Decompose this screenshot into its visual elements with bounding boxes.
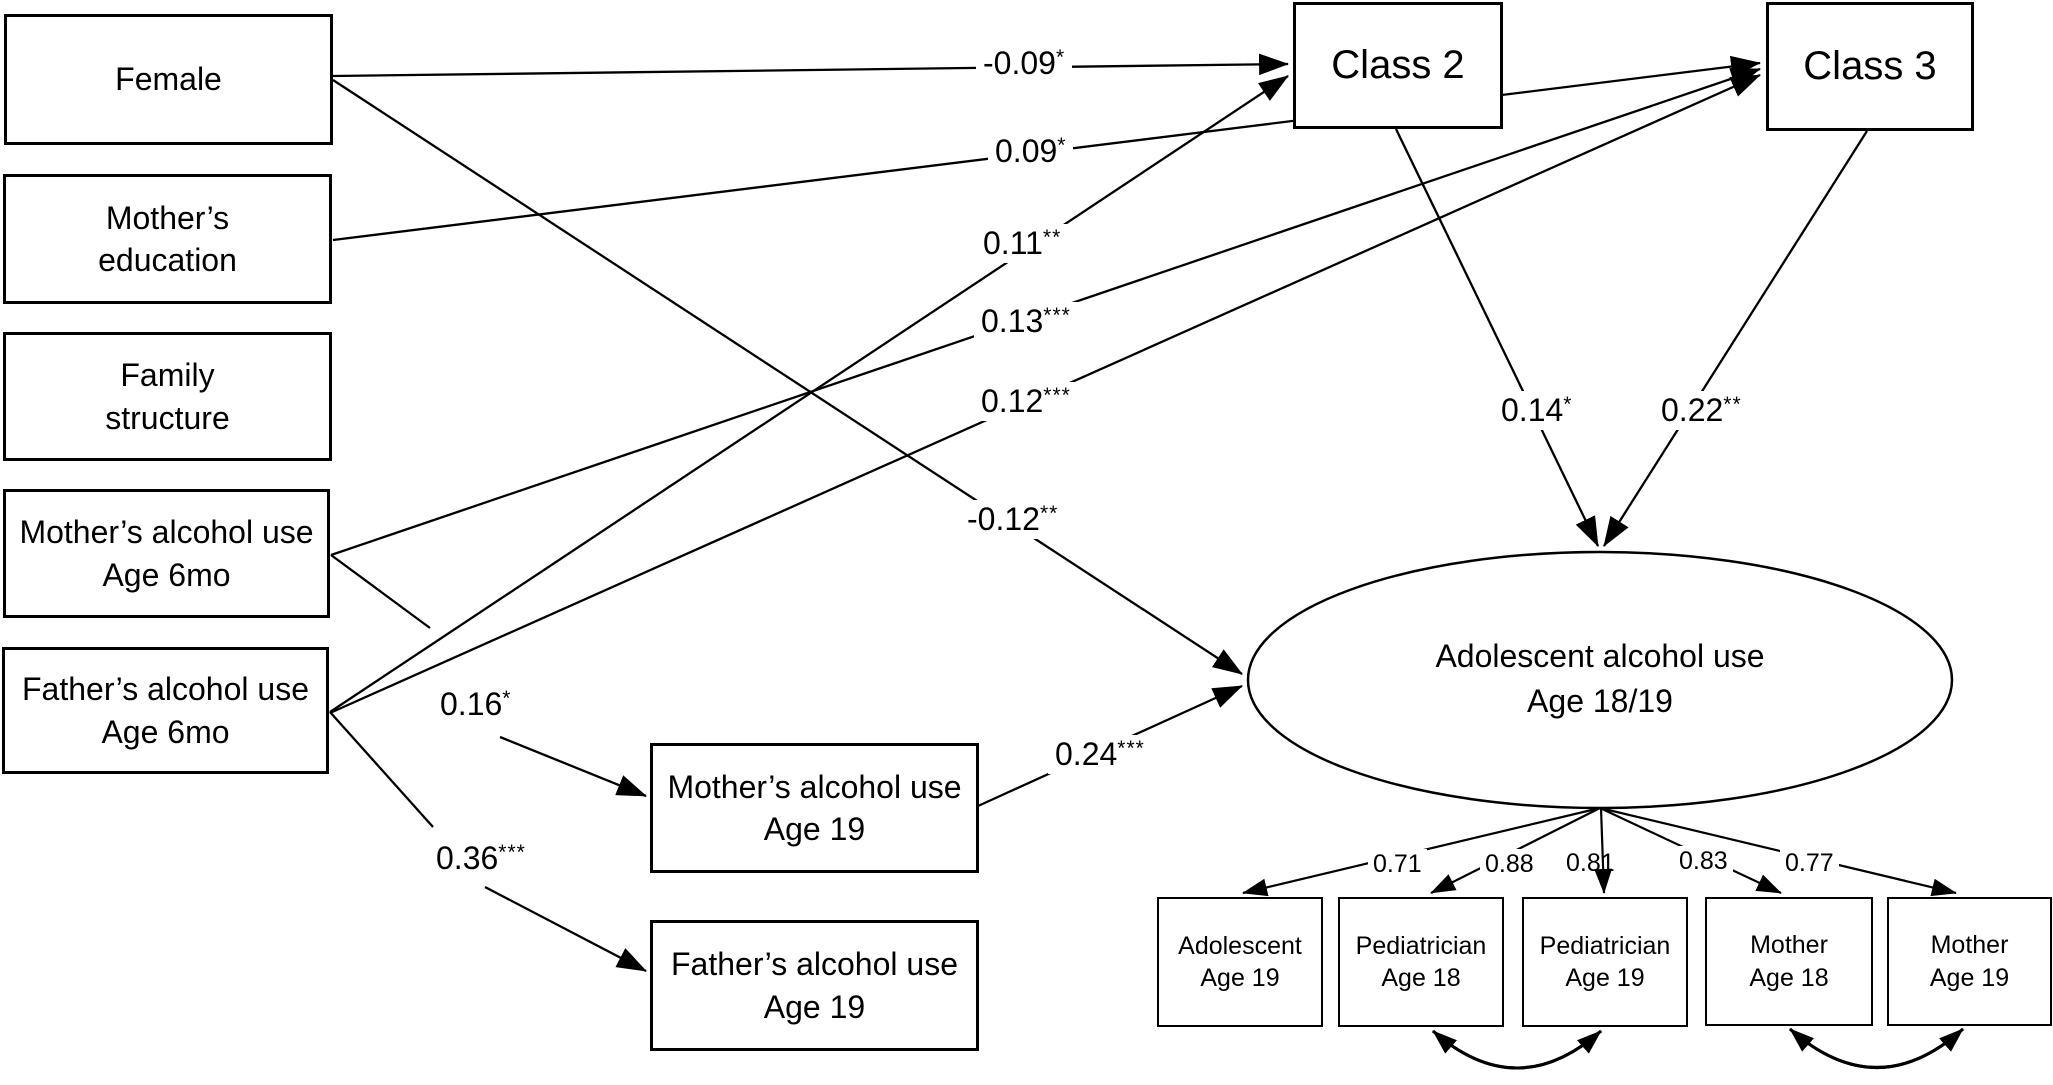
arrow-female-class2 — [332, 53, 1290, 78]
arrow-class2-latent — [1394, 128, 1600, 547]
node-class2: Class 2 — [1293, 2, 1503, 129]
arrow-father6mo-class2 — [329, 75, 1289, 713]
arrow-class3-latent — [1603, 130, 1868, 547]
arrow-latent-mother19 — [1599, 806, 1957, 897]
arrow-father6mo-fatherage19 — [484, 885, 647, 973]
coef-mother6mo-class3: 0.13*** — [974, 302, 1078, 341]
node-female: Female — [4, 14, 333, 145]
covariance-pediatrician18-19-reverse — [1432, 1029, 1602, 1070]
coef-female-latent: -0.12** — [960, 500, 1066, 539]
node-mothers-alcohol-19: Mother’s alcohol use Age 19 — [650, 743, 979, 873]
coef-class3-latent: 0.22** — [1654, 391, 1749, 430]
arrow-female-latent — [332, 79, 1243, 675]
arrow-mother6mo-motherage19 — [499, 735, 647, 798]
arrow-mother6mo-motherage19-segment — [330, 554, 431, 629]
node-adolescent-age19: Adolescent Age 19 — [1157, 897, 1323, 1027]
node-pediatrician-age18: Pediatrician Age 18 — [1338, 897, 1504, 1027]
node-family-structure: Family structure — [3, 332, 332, 461]
coef-father6mo-class3: 0.12*** — [974, 382, 1078, 421]
node-mother-age18: Mother Age 18 — [1705, 897, 1873, 1026]
coef-father6mo-class2: 0.11** — [976, 224, 1069, 263]
node-class3: Class 3 — [1766, 2, 1974, 131]
coef-motherage19-latent: 0.24*** — [1048, 735, 1152, 774]
loading-mother18: 0.83 — [1674, 846, 1733, 877]
covariance-mother18-19-reverse — [1789, 1027, 1965, 1069]
node-mothers-education: Mother’s education — [3, 174, 332, 304]
node-mother-age19: Mother Age 19 — [1887, 897, 2052, 1026]
arrow-father6mo-fatherage19-segment — [329, 711, 434, 828]
loading-pediatrician18: 0.88 — [1480, 849, 1539, 880]
coef-father6mo-fatherage19: 0.36*** — [436, 840, 526, 876]
arrow-latent-pediatrician19 — [1594, 807, 1613, 894]
node-fathers-alcohol-6mo: Father’s alcohol use Age 6mo — [2, 647, 329, 774]
coef-female-class2: -0.09* — [976, 44, 1073, 83]
coef-motherseducation-class3: 0.09* — [988, 132, 1074, 171]
node-pediatrician-age19: Pediatrician Age 19 — [1522, 897, 1688, 1027]
latent-factor-label: Adolescent alcohol use Age 18/19 — [1435, 638, 1765, 720]
loading-adolescent19: 0.71 — [1368, 849, 1427, 880]
loading-mother19: 0.77 — [1780, 848, 1839, 879]
node-fathers-alcohol-19: Father’s alcohol use Age 19 — [650, 920, 979, 1051]
coef-class2-latent: 0.14* — [1494, 391, 1580, 430]
node-mothers-alcohol-6mo: Mother’s alcohol use Age 6mo — [3, 489, 330, 618]
coef-mother6mo-motherage19: 0.16* — [440, 686, 512, 722]
loading-pediatrician19: 0.81 — [1566, 849, 1615, 877]
